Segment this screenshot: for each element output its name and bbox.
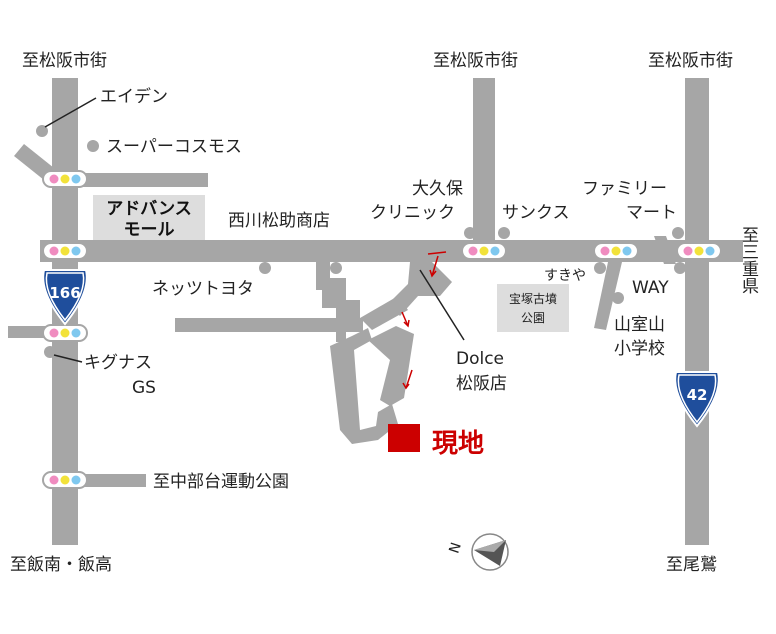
road-sukiya [594, 262, 622, 330]
road-curve [360, 296, 408, 330]
label-okubo-1: 大久保 [412, 179, 463, 199]
direction-lower-middle: 至中部台運動公園 [153, 472, 289, 492]
traffic-signal [42, 324, 88, 342]
route-number-166: 166 [49, 284, 80, 302]
landmark-dot-netz-toyota [259, 262, 271, 274]
route-shield-42: 42 [674, 371, 720, 428]
landmark-dot-okubo [464, 227, 476, 239]
landmark-dot-sunkus [498, 227, 510, 239]
label-way: WAY [632, 278, 669, 298]
landmark-dot-kiguness [44, 346, 56, 358]
landmark-dot-familymart [672, 227, 684, 239]
traffic-signal [461, 242, 507, 260]
road-main-horizontal [40, 240, 743, 262]
landmark-dot-nishikawa [330, 262, 342, 274]
road-network [8, 78, 743, 545]
label-sunkus: サンクス [502, 203, 570, 223]
traffic-signal [676, 242, 722, 260]
advance-mall-label-1: アドバンス [106, 199, 192, 219]
compass-icon [471, 533, 509, 571]
route-shield-166: 166 [42, 269, 88, 326]
label-kiguness-2: GS [132, 378, 156, 398]
label-super-cosmos: スーパーコスモス [106, 137, 242, 157]
traffic-signal [42, 471, 88, 489]
site-label: 現地 [432, 429, 484, 459]
road-inner-lobe [368, 326, 414, 406]
kofun-park-label-1: 宝塚古墳 [509, 291, 557, 306]
road-east-curve [654, 236, 676, 264]
traffic-signal [593, 242, 639, 260]
label-dolce-2: 松阪店 [456, 374, 507, 394]
svg-text:至三重県: 至三重県 [738, 226, 759, 294]
advance-mall-box [93, 195, 205, 240]
kofun-park-label-2: 公園 [521, 311, 545, 325]
label-netz-toyota: ネッツトヨタ [152, 279, 254, 299]
landmark-dot-sukiya [594, 262, 606, 274]
road-upper-left-horizontal [60, 173, 208, 187]
road-right-vertical [685, 78, 709, 545]
route-number-42: 42 [687, 386, 708, 404]
leader-line-kiguness [53, 354, 83, 363]
landmark-dot-aiden [36, 125, 48, 137]
direction-top-left: 至松阪市街 [22, 51, 107, 71]
advance-mall-label-2: モール [124, 220, 175, 240]
direction-right: 至三重県 [738, 226, 759, 294]
label-sukiya: すきや [544, 268, 586, 284]
label-aiden: エイデン [100, 86, 168, 107]
label-familymart-2: マート [626, 203, 677, 223]
kofun-park-box [497, 284, 569, 332]
traffic-signal [42, 170, 88, 188]
road-east-branch [388, 262, 452, 316]
route-arrows [401, 251, 447, 390]
label-kiguness-1: キグナス [84, 353, 152, 373]
direction-bottom-left: 至飯南・飯高 [10, 555, 112, 575]
road-site-loop [330, 328, 398, 444]
road-winding-west [316, 262, 360, 342]
compass-north-label: N [446, 541, 464, 556]
road-center-vertical [473, 78, 495, 260]
site-marker [388, 424, 420, 452]
landmark-dot-way [674, 262, 686, 274]
label-yamamuro-1: 山室山 [614, 315, 665, 335]
road-middle-horizontal [175, 318, 363, 332]
label-yamamuro-2: 小学校 [614, 339, 665, 359]
landmark-dot-super-cosmos [87, 140, 99, 152]
label-nishikawa: 西川松助商店 [228, 211, 330, 231]
direction-top-center: 至松阪市街 [433, 51, 518, 71]
leader-line-dolce [419, 269, 465, 341]
label-familymart-1: ファミリー [582, 179, 667, 199]
landmark-dot-yamamuro [612, 292, 624, 304]
label-okubo-2: クリニック [370, 203, 455, 223]
leader-line-aiden [44, 97, 97, 128]
direction-top-right: 至松阪市街 [648, 51, 733, 71]
direction-bottom-right: 至尾鷲 [666, 555, 717, 575]
traffic-signal [42, 242, 88, 260]
label-dolce-1: Dolce [456, 349, 504, 369]
